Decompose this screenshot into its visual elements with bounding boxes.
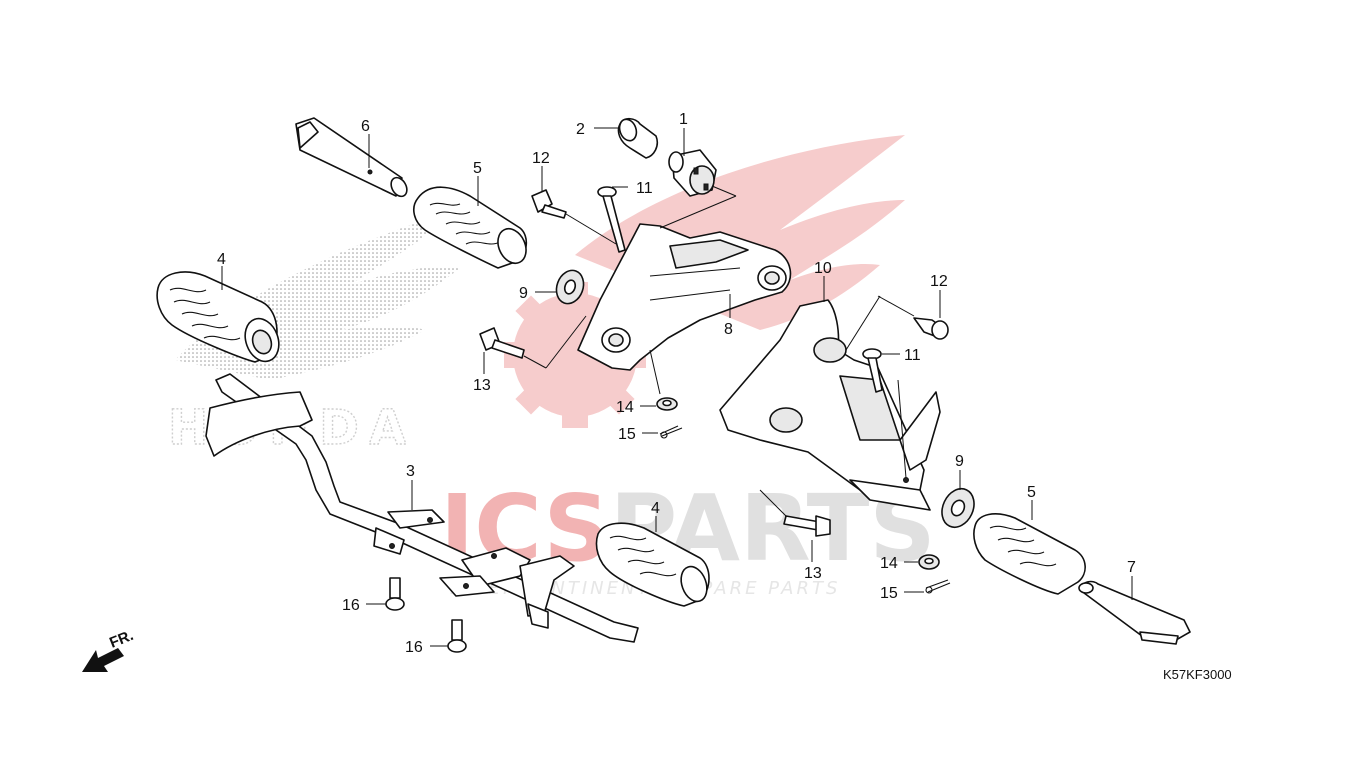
callout-16-lower: 16 [405,639,423,656]
callout-12-right: 12 [930,273,948,290]
part-10-step-plate [719,299,941,511]
callout-6: 6 [361,118,370,135]
leader-lines [221,127,1133,647]
part-14-washer-right [918,554,940,570]
part-16-bolt-lower [447,619,467,653]
callout-16-upper: 16 [342,597,360,614]
callout-15-right: 15 [880,585,898,602]
part-1-bushing [668,149,717,197]
callout-9-left: 9 [519,285,528,302]
part-13-bolt-left [479,327,525,359]
part-13-bolt-right [783,515,831,537]
part-16-bolt-upper [385,577,405,611]
callout-4-lower: 4 [651,500,660,517]
part-9-washer-left [555,269,585,305]
part-12-bolt-upper [531,189,567,219]
callout-11-upper: 11 [636,180,653,197]
callout-5-upper: 5 [473,160,482,177]
front-label: FR. [107,627,136,652]
callout-8: 8 [724,321,733,338]
callout-14-right: 14 [880,555,898,572]
callout-labels: 6 5 4 2 1 12 11 9 8 13 14 15 10 12 11 9 … [217,111,1136,656]
callout-3: 3 [406,463,415,480]
front-arrow-icon [82,648,124,672]
part-2-collar [617,117,659,159]
diagram-code: K57KF3000 [1163,667,1232,682]
part-8-step-holder [577,223,792,371]
part-5-peg-rubber-upper [413,186,528,269]
callout-7: 7 [1127,559,1136,576]
callout-13-left: 13 [473,377,491,394]
part-14-washer-left [656,397,678,411]
callout-14-left: 14 [616,399,634,416]
part-3-step-bar [205,373,639,643]
part-15-cotter-left [659,425,683,439]
callout-10: 10 [814,260,832,277]
part-9-washer-right [941,487,975,529]
callout-15-left: 15 [618,426,636,443]
front-arrow-marker: FR. [82,627,136,672]
part-15-cotter-right [925,579,951,594]
callout-12-upper: 12 [532,150,550,167]
part-7-pin [1078,580,1191,645]
callout-11-right: 11 [904,347,921,364]
part-4-peg-rubber-left [156,271,280,363]
callout-9-right: 9 [955,453,964,470]
callout-4-left: 4 [217,251,226,268]
callout-5-right: 5 [1027,484,1036,501]
part-6-pin [295,117,408,198]
part-11-pin-upper [597,186,626,253]
callout-2: 2 [576,121,585,138]
part-12-bolt-right [913,317,949,340]
part-4-peg-rubber-lower [595,522,710,607]
callout-1: 1 [679,111,688,128]
part-5-peg-rubber-right [973,513,1086,595]
callout-13-right: 13 [804,565,822,582]
part-11-pin-right [862,348,883,393]
